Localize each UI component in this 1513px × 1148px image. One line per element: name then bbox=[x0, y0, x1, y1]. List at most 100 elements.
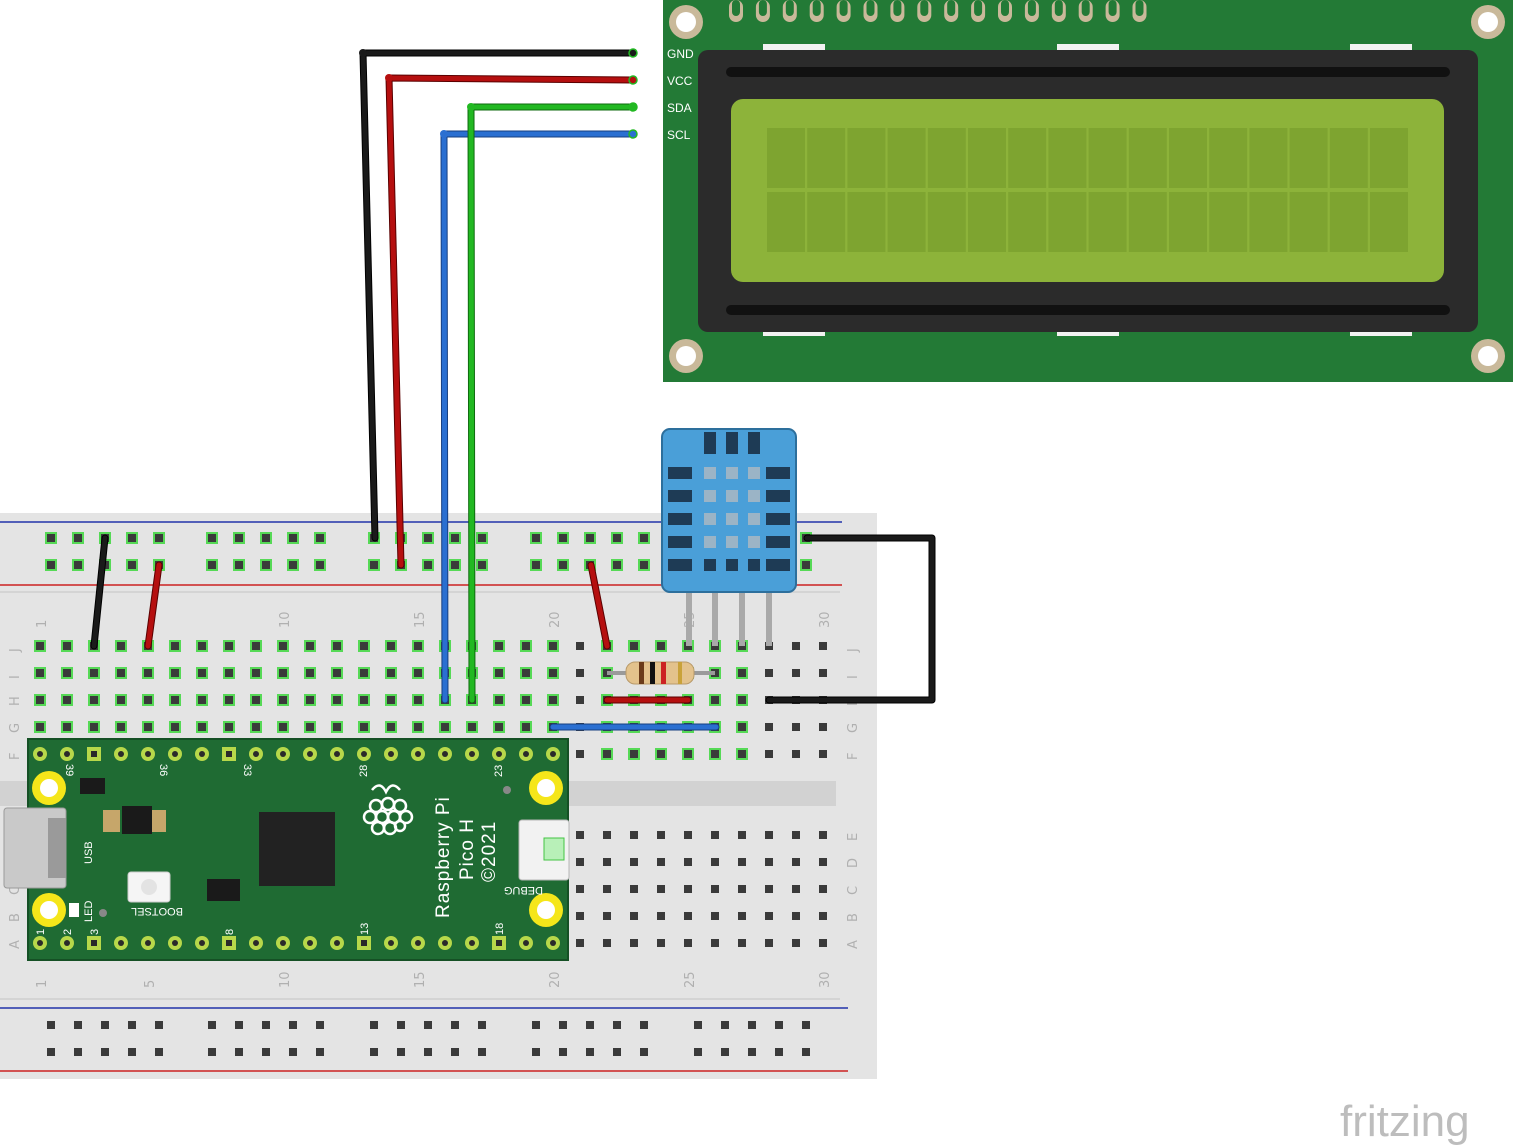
vcc-wire[interactable] bbox=[385, 74, 637, 569]
connected-hole bbox=[358, 694, 370, 706]
dht-vent bbox=[726, 490, 738, 502]
connected-hole bbox=[153, 532, 165, 544]
lcd-header-pin-hole bbox=[947, 0, 956, 16]
connected-hole bbox=[547, 640, 559, 652]
breadboard-hole bbox=[128, 1048, 136, 1056]
lcd-wires bbox=[359, 48, 638, 704]
connected-hole bbox=[206, 532, 218, 544]
breadboard-hole bbox=[576, 939, 584, 947]
jumper-sensor-gnd[interactable] bbox=[765, 534, 936, 704]
pin-number: 1 bbox=[35, 929, 47, 935]
breadboard-hole bbox=[576, 696, 584, 704]
lcd-header-pin-hole bbox=[893, 0, 902, 16]
connected-hole bbox=[368, 559, 380, 571]
pico-pin-hole bbox=[307, 751, 313, 757]
breadboard-hole bbox=[792, 750, 800, 758]
dht-vent bbox=[668, 513, 692, 525]
connected-hole bbox=[638, 532, 650, 544]
jumper-sensor-vcc[interactable] bbox=[587, 561, 611, 650]
breadboard-hole bbox=[559, 534, 567, 542]
lcd-mounting-holes bbox=[669, 5, 1505, 373]
breadboard-hole bbox=[36, 723, 44, 731]
connected-hole bbox=[304, 640, 316, 652]
resistor bbox=[607, 661, 715, 685]
dht-vent bbox=[726, 432, 738, 454]
row-letter: F bbox=[8, 753, 23, 760]
breadboard-hole bbox=[603, 858, 611, 866]
pico-pin-hole bbox=[172, 751, 178, 757]
component bbox=[503, 786, 511, 794]
breadboard-hole bbox=[198, 669, 206, 677]
dht-vent bbox=[726, 513, 738, 525]
connected-hole bbox=[385, 667, 397, 679]
connected-hole bbox=[476, 559, 488, 571]
connected-hole bbox=[169, 640, 181, 652]
connected-hole bbox=[530, 559, 542, 571]
breadboard-hole bbox=[90, 669, 98, 677]
pico-pin-hole bbox=[442, 940, 448, 946]
lcd-character-cells bbox=[767, 128, 1408, 252]
breadboard-hole bbox=[792, 642, 800, 650]
lcd-character-cell bbox=[1249, 128, 1288, 188]
breadboard-hole bbox=[47, 1021, 55, 1029]
lcd-character-cell bbox=[968, 128, 1006, 188]
jumper-gnd-rail[interactable] bbox=[90, 534, 109, 650]
lcd-character-cell bbox=[927, 128, 966, 188]
breadboard-hole bbox=[738, 723, 746, 731]
jumper-vcc-rail[interactable] bbox=[144, 561, 163, 650]
pico-pin-hole bbox=[118, 940, 124, 946]
lcd-character-cell bbox=[1008, 192, 1047, 252]
pico-pin-hole bbox=[64, 751, 70, 757]
breadboard-hole bbox=[495, 669, 503, 677]
row-letter: I bbox=[8, 675, 23, 679]
pico-pins bbox=[33, 747, 560, 950]
dht-vent bbox=[704, 559, 716, 571]
lcd-character-cell bbox=[1169, 192, 1207, 252]
gnd-wire[interactable] bbox=[359, 49, 637, 542]
pico-pin-hole bbox=[253, 940, 259, 946]
connected-hole bbox=[557, 532, 569, 544]
connected-hole bbox=[547, 694, 559, 706]
breadboard-hole bbox=[128, 534, 136, 542]
breadboard-hole bbox=[765, 858, 773, 866]
lcd-character-cell bbox=[1329, 128, 1368, 188]
breadboard-hole bbox=[144, 669, 152, 677]
breadboard-hole bbox=[117, 723, 125, 731]
breadboard-hole bbox=[657, 858, 665, 866]
row-letter: J bbox=[846, 648, 861, 653]
lcd-character-cell bbox=[1088, 128, 1127, 188]
lcd-header-pin-hole bbox=[1027, 0, 1036, 16]
connected-hole bbox=[638, 559, 650, 571]
breadboard-hole bbox=[819, 912, 827, 920]
breadboard-hole bbox=[478, 534, 486, 542]
bootsel-button-cap[interactable] bbox=[141, 879, 157, 895]
breadboard-hole bbox=[63, 642, 71, 650]
pin-number: 28 bbox=[358, 765, 370, 777]
breadboard-hole bbox=[738, 885, 746, 893]
pico-pin-hole bbox=[334, 751, 340, 757]
lcd-character-cell bbox=[767, 192, 805, 252]
breadboard-hole bbox=[235, 1021, 243, 1029]
lcd-character-cell bbox=[767, 128, 805, 188]
connected-hole bbox=[682, 748, 694, 760]
breadboard-hole bbox=[765, 669, 773, 677]
breadboard-hole bbox=[684, 939, 692, 947]
pico-pin-hole bbox=[280, 940, 286, 946]
connected-hole bbox=[611, 532, 623, 544]
breadboard-hole bbox=[74, 561, 82, 569]
breadboard-hole bbox=[657, 750, 665, 758]
breadboard-hole bbox=[478, 1021, 486, 1029]
breadboard-hole bbox=[252, 696, 260, 704]
breadboard-hole bbox=[424, 1048, 432, 1056]
breadboard-hole bbox=[738, 831, 746, 839]
breadboard-hole bbox=[279, 642, 287, 650]
pin-number: 39 bbox=[63, 764, 75, 776]
connected-hole bbox=[655, 640, 667, 652]
col-number: 25 bbox=[683, 971, 698, 988]
connected-hole bbox=[331, 640, 343, 652]
row-letter: B bbox=[846, 913, 861, 922]
breadboard-hole bbox=[613, 561, 621, 569]
breadboard-hole bbox=[424, 534, 432, 542]
breadboard-hole bbox=[117, 642, 125, 650]
